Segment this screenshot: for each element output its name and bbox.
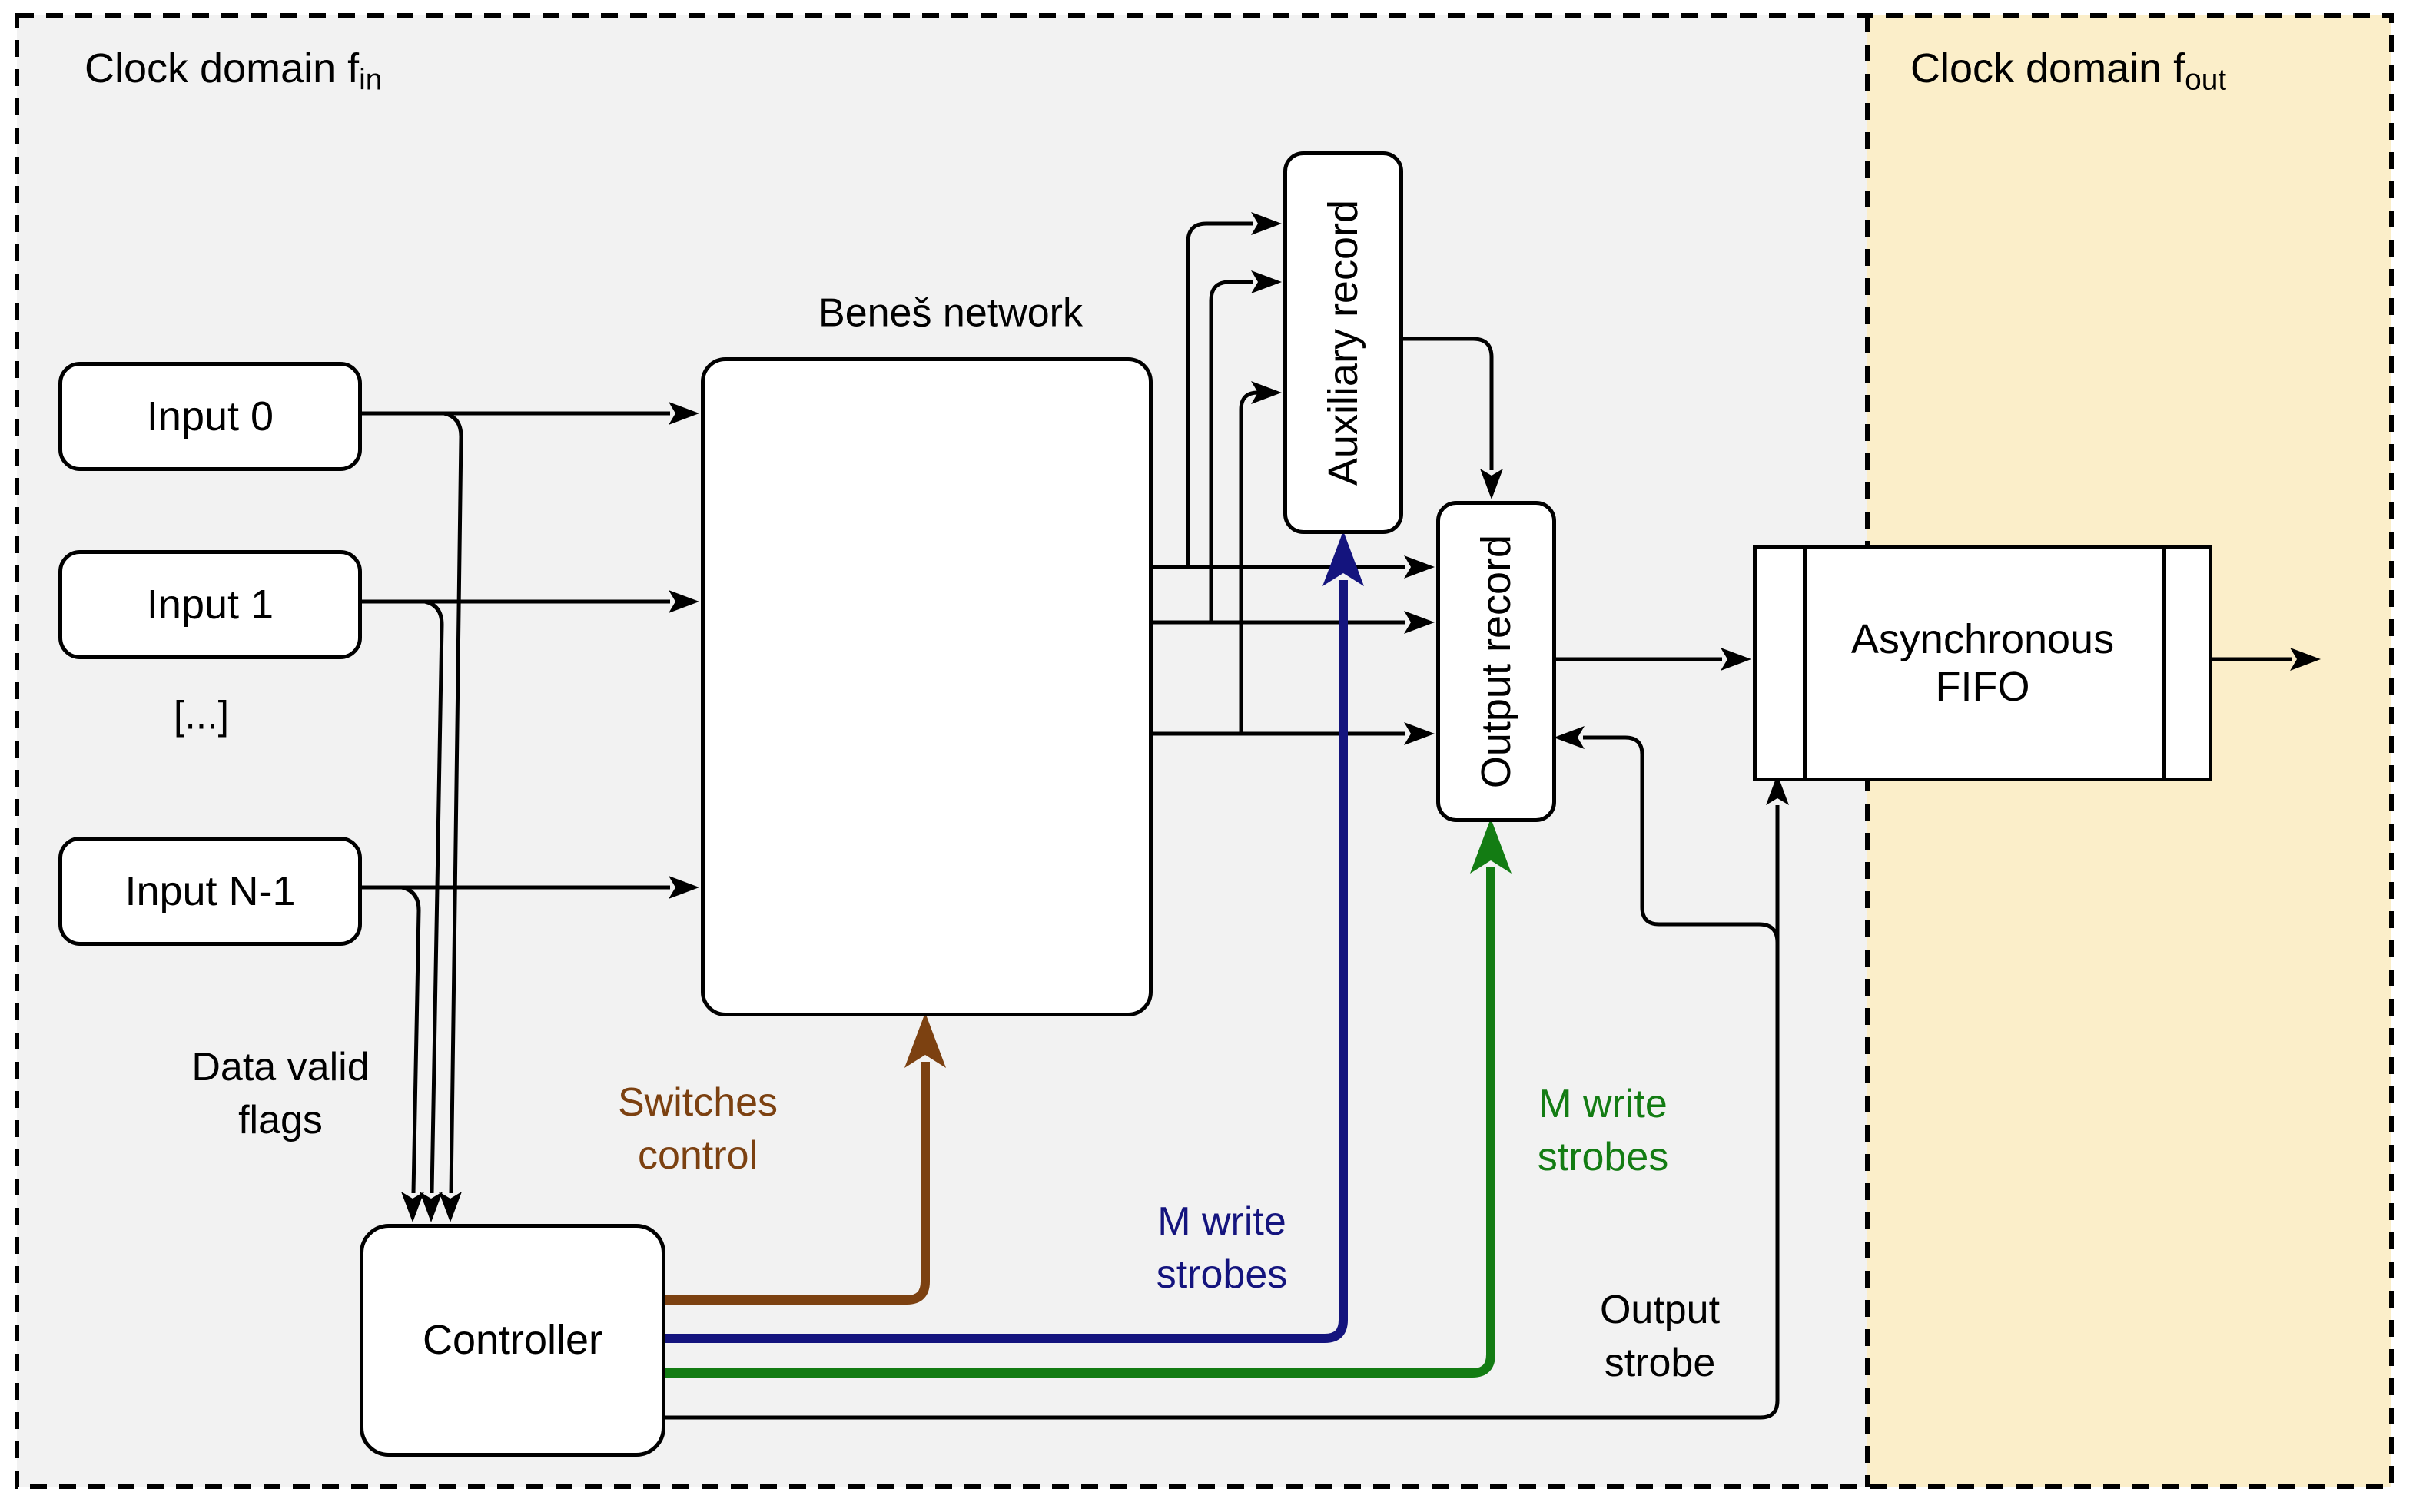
edge-auxrecord-outrecord [1398, 337, 1494, 470]
arrowhead-fifo-output [2290, 648, 2321, 671]
node-input-1-label: Input 1 [146, 581, 274, 628]
edge-flag-inputn1-controller [401, 885, 421, 1194]
label-data-valid-flags: Data valid flags [191, 1044, 370, 1142]
edge-mwrite-aux [659, 580, 1348, 1343]
benes-network-title: Beneš network [818, 290, 1083, 336]
arrowhead-outrecord-1 [1404, 555, 1435, 579]
edge-output-strobe-main [659, 805, 1780, 1420]
clock-domain-out-subscript: out [2185, 63, 2227, 97]
fifo-right-divider [2162, 549, 2166, 778]
edge-mwrite-out [659, 867, 1495, 1378]
arrowhead-strobe-outrecord [1554, 726, 1585, 749]
node-input-n1: Input N-1 [58, 837, 362, 946]
domain-boundary-dashed-rect [15, 13, 2394, 1489]
arrowhead-flag-3 [439, 1192, 462, 1222]
node-input-1: Input 1 [58, 550, 362, 659]
node-input-0-label: Input 0 [146, 393, 274, 439]
arrowhead-input0-benes [669, 402, 699, 425]
label-mwrite-strobes-out: M write strobes [1537, 1081, 1669, 1179]
arrowhead-strobe-fifo [1766, 774, 1789, 805]
clock-domain-in-title: Clock domain fin [85, 45, 382, 98]
arrowhead-auxrecord-1 [1251, 212, 1282, 235]
edge-switches-control [659, 1062, 930, 1305]
node-async-fifo: Asynchronous FIFO [1753, 545, 2212, 781]
arrowhead-inputn1-benes [669, 876, 699, 899]
node-controller: Controller [360, 1224, 665, 1457]
edge-branch-auxrecord-2 [1209, 280, 1253, 622]
fifo-left-divider [1803, 549, 1807, 778]
arrowhead-input1-benes [669, 590, 699, 613]
node-controller-label: Controller [422, 1317, 603, 1364]
node-input-n1-label: Input N-1 [124, 867, 296, 914]
node-output-record-label: Output record [1472, 534, 1519, 789]
node-input-0: Input 0 [58, 362, 362, 471]
arrowhead-flag-1 [401, 1192, 424, 1222]
clock-domain-out-text: Clock domain f [1910, 45, 2185, 91]
arrowhead-outrecord-2 [1404, 611, 1435, 634]
arrowhead-mwrite-aux [1322, 531, 1364, 586]
edge-flag-input0-controller [443, 411, 463, 1194]
node-async-fifo-label: Asynchronous FIFO [1850, 615, 2115, 710]
input-ellipsis: [...] [173, 693, 230, 738]
node-auxiliary-record-label: Auxiliary record [1319, 199, 1366, 486]
arrowhead-flag-2 [420, 1192, 443, 1222]
node-auxiliary-record: Auxiliary record [1283, 151, 1403, 534]
edge-branch-auxrecord-1 [1186, 221, 1253, 567]
clock-domain-in-text: Clock domain f [85, 45, 360, 91]
arrowhead-auxrecord-3 [1251, 381, 1282, 404]
node-benes-network [701, 357, 1153, 1016]
label-output-strobe: Output strobe [1599, 1287, 1721, 1385]
label-switches-control: Switches control [617, 1079, 778, 1178]
arrowhead-outrecord-fifo [1721, 648, 1751, 671]
edge-branch-auxrecord-3 [1239, 390, 1259, 734]
clock-domain-out-title: Clock domain fout [1910, 45, 2226, 98]
arrowhead-switches-control [904, 1013, 946, 1068]
arrowhead-outrecord-3 [1404, 722, 1435, 745]
arrowhead-auxrecord-outrecord [1480, 469, 1503, 499]
arrowhead-auxrecord-2 [1251, 270, 1282, 293]
label-mwrite-strobes-aux: M write strobes [1156, 1199, 1288, 1297]
edge-output-strobe-branch [1583, 735, 1780, 943]
edge-flag-input1-controller [424, 599, 444, 1194]
clock-domain-in-subscript: in [359, 63, 383, 97]
arrowhead-mwrite-out [1470, 818, 1512, 874]
node-output-record: Output record [1436, 501, 1556, 822]
